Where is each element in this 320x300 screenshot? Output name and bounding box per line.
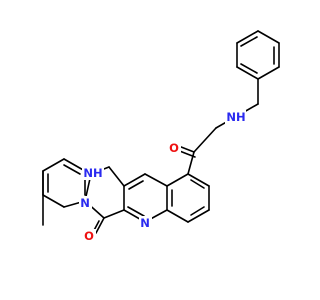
atom-labels: NH O NH N O N bbox=[79, 110, 246, 243]
bond bbox=[127, 206, 145, 217]
bond bbox=[240, 63, 258, 74]
bonds bbox=[42, 30, 280, 237]
bond bbox=[63, 164, 81, 175]
bond bbox=[187, 151, 195, 175]
bond bbox=[63, 158, 86, 172]
bond bbox=[257, 30, 280, 44]
bond bbox=[128, 180, 144, 190]
pyrazole-nh-label: NH bbox=[82, 166, 104, 180]
pyrazolone-o-label: O bbox=[83, 229, 96, 243]
bond bbox=[236, 66, 259, 80]
amide-nh-label: NH bbox=[225, 110, 246, 124]
bond bbox=[103, 209, 125, 219]
bond bbox=[236, 30, 259, 44]
bond bbox=[42, 158, 65, 172]
bond bbox=[190, 179, 205, 189]
pyrazole-n-label: N bbox=[79, 196, 92, 210]
bond bbox=[166, 209, 189, 223]
quinoline-n-text: N bbox=[140, 216, 150, 230]
pyrazolone-o-text: O bbox=[84, 229, 94, 243]
bond bbox=[42, 194, 65, 208]
bond bbox=[187, 173, 210, 187]
bond bbox=[144, 173, 168, 187]
bond bbox=[193, 127, 217, 153]
bond bbox=[187, 209, 210, 223]
bond bbox=[108, 166, 125, 187]
pyrazole-n-text: N bbox=[80, 196, 90, 210]
molecule-diagram: NH O NH N O N bbox=[42, 30, 280, 243]
bond bbox=[95, 217, 105, 234]
quinoline-n-label: N bbox=[139, 216, 152, 230]
amide-o-label: O bbox=[168, 141, 181, 155]
bond bbox=[166, 173, 189, 187]
amide-o-text: O bbox=[169, 141, 179, 155]
bond bbox=[257, 66, 280, 80]
pyrazole-nh-text: NH bbox=[83, 166, 102, 180]
bond bbox=[123, 173, 146, 187]
bond bbox=[240, 36, 258, 47]
amide-nh-text: NH bbox=[226, 110, 245, 124]
bond bbox=[190, 206, 205, 216]
